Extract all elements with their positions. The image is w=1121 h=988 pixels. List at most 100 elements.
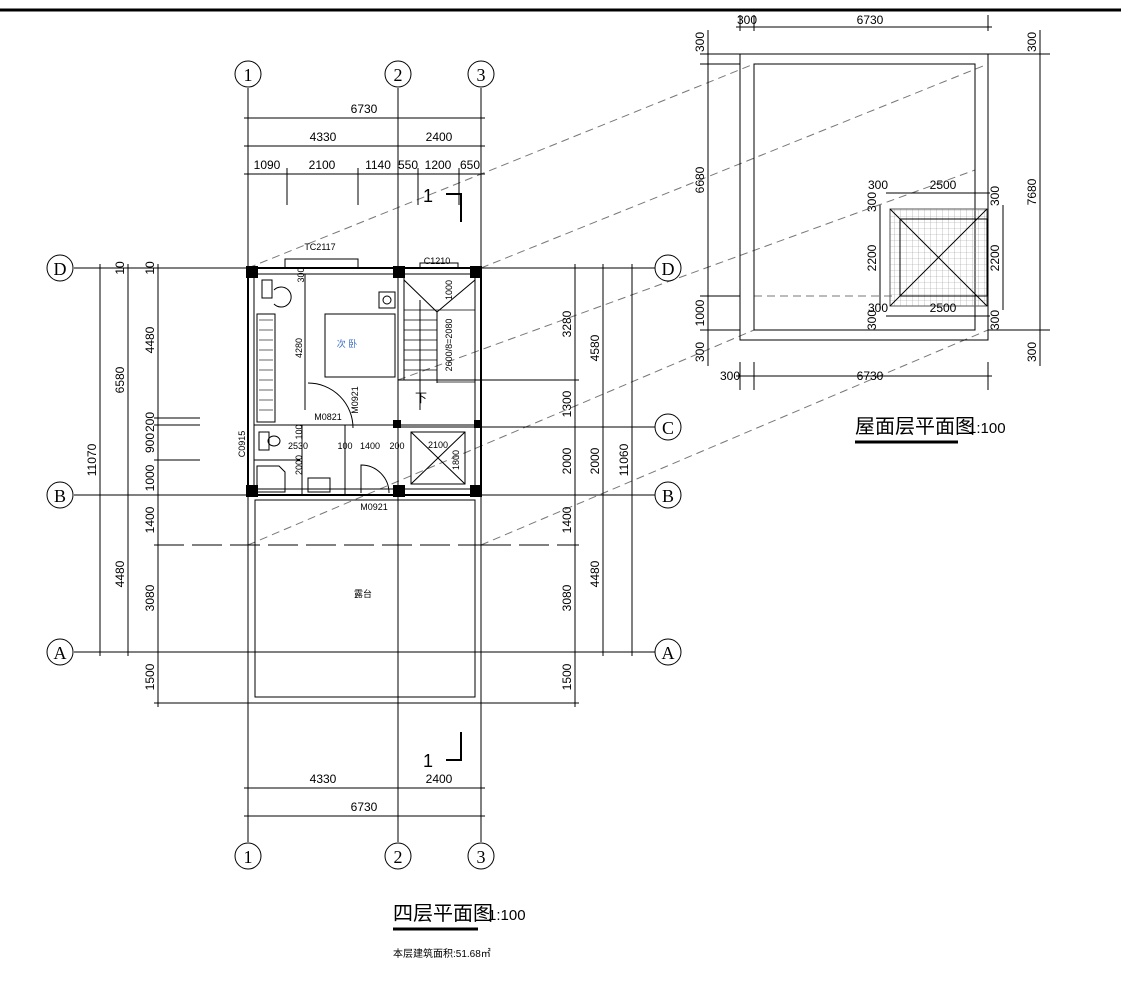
shower-tray-icon [256,465,286,493]
dim-top-d1: 1090 [254,158,281,172]
dim-2100-label: 2100 [428,440,448,450]
dim-right-s3: 2000 [560,447,574,474]
elevator-shaft [410,431,466,485]
section-label-top: 1 [423,186,433,206]
dim-300-label: 300 [296,267,306,282]
plan-labels: TC2117 C1210 C0915 M0921 M0821 M0921 300… [237,186,461,771]
floor-plan-scale: 1:100 [488,907,526,924]
axis-A-left: A [54,643,67,663]
stair-down-label: 下 [415,391,427,405]
dim-left-10b: 10 [143,261,157,275]
axis-D-left: D [54,259,67,279]
sky-left-2200: 2200 [865,244,879,271]
dim-4280-label: 4280 [294,338,304,358]
dim-100-label: 100 [294,424,304,439]
sky-leftbottom-300: 300 [865,310,879,330]
dim-left-s2: 200 [143,412,157,432]
room-terrace-label: 露台 [354,588,372,599]
door-m0921b-label: M0921 [360,502,388,512]
floor-plan-title: 四层平面图 1:100 本层建筑面积:51.68㎡ [393,901,526,960]
dim-left-upper: 6580 [113,366,127,393]
roof-right-300: 300 [1025,32,1039,52]
sky-bottom-300: 300 [868,301,888,315]
door-swing [360,464,390,494]
dim-top-d4: 550 [398,158,418,172]
dim-right-s2: 1300 [560,390,574,417]
dim-left-s7: 1500 [143,663,157,690]
dim-top-b: 2400 [426,130,453,144]
staircase [403,279,476,410]
dim-2530-label: 2530 [288,441,308,451]
dim-1000-label: 1000 [444,280,454,300]
dim-right-s5: 3080 [560,584,574,611]
roof-right-7680: 7680 [1025,178,1039,205]
axis-2-bottom: 2 [394,847,403,867]
roof-left-300: 300 [693,32,707,52]
dim-top-a: 4330 [310,130,337,144]
sky-right-2200: 2200 [988,244,1002,271]
sky-top-300: 300 [868,178,888,192]
bottom-dimensions: 4330 2400 6730 [244,772,485,817]
window-c0915-label: C0915 [237,431,247,458]
floor-area-note: 本层建筑面积:51.68㎡ [393,947,491,960]
axis-D-right: D [662,259,675,279]
roof-top-6730: 6730 [857,13,884,27]
bed-icon [324,313,396,378]
axis-B-right: B [662,486,674,506]
axis-1-top: 1 [244,65,253,85]
dim-2000-label: 2000 [294,455,304,475]
axis-A-right: A [662,643,675,663]
dim-left-s4: 1000 [143,464,157,491]
wardrobe-icon [256,313,276,423]
door-m0921-label: M0921 [350,386,360,414]
roof-plan-title-text: 屋面层平面图 [855,414,975,438]
dim-200-label: 200 [389,441,404,451]
roof-left-300b: 300 [693,342,707,362]
dim-top-d5: 1200 [425,158,452,172]
furniture [256,193,476,761]
window-tc2117-label: TC2117 [304,242,335,252]
skylight: 300 2500 300 2200 300 2500 300 300 2200 … [865,178,1004,330]
dim-left-s6: 3080 [143,584,157,611]
dim-right-s1: 3280 [560,310,574,337]
floor-plan-title-text: 四层平面图 [393,901,493,925]
dim-right-m2: 2000 [588,447,602,474]
sky-bottom-2500: 2500 [930,301,957,315]
axis-2-top: 2 [394,65,403,85]
dim-bottom-a: 4330 [310,772,337,786]
dim-1800-label: 1800 [451,450,461,470]
sky-left-300: 300 [865,192,879,212]
sky-rightbottom-300: 300 [988,310,1002,330]
left-dimensions: 11070 6580 4480 10 10 4480 200 900 1000 … [85,261,481,707]
dim-1400-label: 1400 [360,441,380,451]
dim-left-s5: 1400 [143,506,157,533]
basin-icon [307,477,331,493]
axis-3-top: 3 [477,65,486,85]
building-walls [246,258,482,704]
dim-right-s6: 1500 [560,663,574,690]
room-bedroom-label: 次 卧 [337,338,358,349]
axis-B-left: B [54,486,66,506]
axis-bubbles: 1 2 3 1 2 3 D B A D C B A [46,60,682,870]
roof-bottom-300: 300 [720,369,740,383]
dim-left-total: 11070 [85,443,99,476]
sky-top-2500: 2500 [930,178,957,192]
dim-left-lower: 4480 [113,560,127,587]
window-c1210-label: C1210 [424,256,451,266]
dim-right-total: 11060 [617,443,631,476]
sink-icon [261,279,273,299]
dim-left-10a: 10 [113,261,127,275]
sky-right-300: 300 [988,186,1002,206]
stair-dim-label: 2600/8=2080 [444,319,454,372]
section-mark-top [446,193,462,222]
dim-top-total: 6730 [351,102,378,116]
roof-right-300b: 300 [1025,342,1039,362]
dim-right-m1: 4580 [588,334,602,361]
dim-left-s1: 4480 [143,326,157,353]
projection-lines [247,63,989,546]
roof-plan: 300 6730 300 6730 300 6680 1000 300 300 … [693,13,1050,444]
dim-top-d3: 1140 [365,158,391,172]
door-m0821-label: M0821 [314,412,342,422]
